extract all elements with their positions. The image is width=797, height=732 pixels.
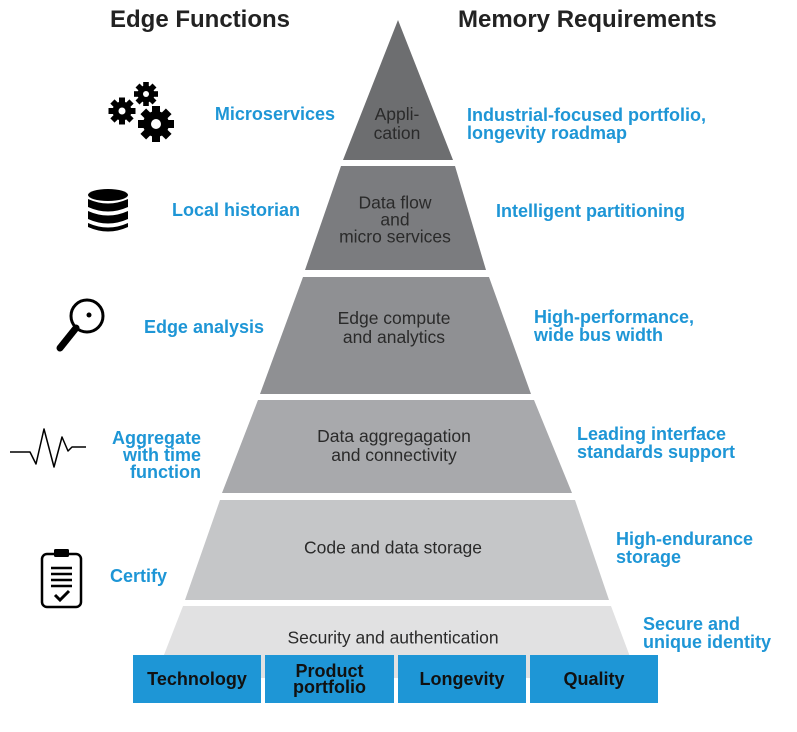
edge-function-certify: Certify [110,567,167,585]
pillar-longevity: Longevity [398,655,526,703]
memory-requirement-text: Leading interface [577,424,727,444]
tier-label-security: Security and authentication [287,627,499,648]
memory-requirement-performance: High-performance, wide bus width [534,308,694,344]
tier-text-line: cation [373,123,421,143]
memory-requirement-partitioning: Intelligent partitioning [496,202,685,220]
pyramid-tier-edge-compute [260,277,531,394]
edge-functions-heading: Edge Functions [110,6,290,33]
memory-requirement-text: Industrial-focused portfolio, [467,105,706,125]
tier-text-line: Appli- [374,104,420,124]
tier-text-line: Security and authentication [287,627,499,648]
pillar-label: Quality [563,669,625,689]
tier-text-line: and [380,209,410,230]
edge-function-local-historian: Local historian [172,201,300,219]
pyramid-tier-data-aggregation [222,400,572,493]
edge-function-text: with time [122,445,201,465]
magnifier-icon [56,298,105,352]
pyramid-tier-data-flow [305,166,486,270]
tier-label-code-storage: Code and data storage [303,537,483,558]
memory-requirement-endurance: High-endurance storage [616,530,753,566]
edge-function-text: Local historian [171,200,300,220]
database-icon [88,189,128,232]
tier-text-line: and connectivity [331,445,457,465]
tier-text-line: Code and data storage [303,537,483,558]
pillar-quality: Quality [530,655,658,703]
edge-function-text: Microservices [214,104,335,124]
tier-label-data-aggregation: Data aggregagation and connectivity [317,427,471,465]
tier-text-line: and analytics [342,327,446,347]
memory-requirement-text: storage [616,547,682,567]
memory-requirement-text: longevity roadmap [467,123,628,143]
memory-requirements-heading: Memory Requirements [458,6,717,33]
tier-label-edge-compute: Edge compute and analytics [338,309,451,347]
edge-function-text: Certify [109,566,167,586]
edge-function-text: function [130,462,201,482]
memory-requirement-identity: Secure and unique identity [643,615,771,651]
tier-text-line: micro services [339,226,451,247]
tier-text-line: Data aggregagation [317,426,471,446]
tier-text-line: Edge compute [337,308,451,328]
tier-label-data-flow: Data flow and micro services [339,192,451,247]
edge-function-text: Edge analysis [143,317,264,337]
pillar-label: portfolio [293,677,366,697]
memory-requirement-text: High-endurance [616,529,754,549]
tier-text-line: Data flow [358,192,432,213]
memory-requirement-text: wide bus width [534,325,663,345]
pillar-label: Technology [147,669,247,689]
memory-requirement-text: unique identity [643,632,771,652]
gears-icon [108,82,174,142]
memory-requirement-text: High-performance, [534,307,695,327]
memory-requirement-text: Intelligent partitioning [496,201,685,221]
pyramid-tier-code-storage [185,500,609,600]
memory-requirement-portfolio: Industrial-focused portfolio, longevity … [467,106,706,142]
memory-requirement-interface: Leading interface standards support [577,425,735,461]
tier-label-application: Appli- cation [374,105,421,143]
edge-function-aggregate: Aggregate with time function [111,428,201,482]
pillar-label: Longevity [419,669,505,689]
pillar-technology: Technology [133,655,261,703]
memory-requirement-text: Secure and [643,614,741,634]
waveform-icon [10,428,86,468]
pyramid-tier-application [343,20,453,160]
pillar-product-portfolio: Product portfolio [265,655,394,703]
edge-function-edge-analysis: Edge analysis [144,318,264,336]
memory-requirement-text: standards support [577,442,736,462]
edge-function-text: Aggregate [111,428,201,448]
clipboard-check-icon [40,549,83,609]
pillar-label: Product [295,661,364,681]
edge-function-microservices: Microservices [215,105,335,123]
